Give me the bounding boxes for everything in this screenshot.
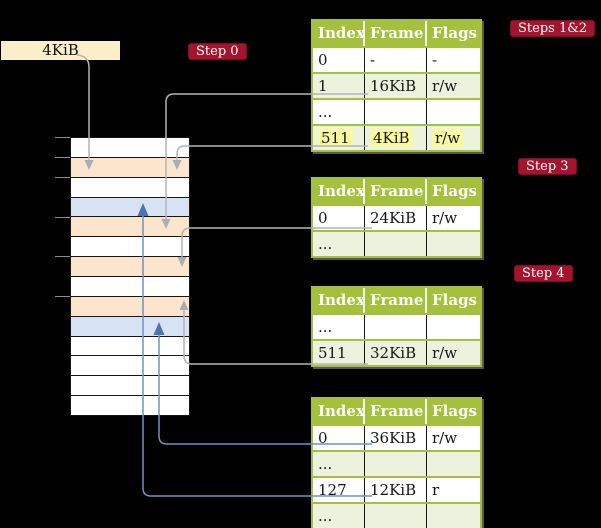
memory-frame bbox=[71, 356, 189, 377]
cell-flags: r/w bbox=[426, 126, 480, 150]
cell-frame: 12KiB bbox=[364, 478, 427, 502]
memory-tick bbox=[55, 256, 70, 257]
badge-step-4: Step 4 bbox=[514, 265, 573, 282]
col-header-flags: Flags bbox=[425, 179, 480, 204]
cell-flags: - bbox=[426, 48, 480, 72]
cell-flags: r/w bbox=[426, 341, 480, 365]
table-row: 0 - - bbox=[313, 46, 480, 72]
memory-frame bbox=[71, 157, 189, 178]
col-header-frame: Frame bbox=[363, 21, 427, 46]
memory-frame bbox=[71, 396, 189, 416]
memory-frame bbox=[71, 336, 189, 357]
col-header-flags: Flags bbox=[425, 288, 480, 313]
table-row: 0 36KiB r/w bbox=[313, 424, 480, 450]
col-header-frame: Frame bbox=[363, 399, 427, 424]
memory-frame bbox=[71, 197, 189, 218]
page-table-final-level: Index Frame Flags 0 36KiB r/w ... 127 12… bbox=[311, 397, 482, 528]
col-header-index: Index bbox=[318, 24, 365, 42]
table-row: 0 24KiB r/w bbox=[313, 204, 480, 230]
table-row: ... bbox=[313, 313, 480, 339]
badge-step-0: Step 0 bbox=[188, 43, 247, 60]
cell-flags: r bbox=[426, 478, 480, 502]
cell-frame bbox=[364, 452, 427, 476]
cell-flags bbox=[426, 100, 480, 124]
cell-frame bbox=[364, 232, 427, 256]
cell-frame: 16KiB bbox=[364, 74, 427, 98]
cell-index: 0 bbox=[318, 429, 328, 447]
cell-frame: 36KiB bbox=[364, 426, 427, 450]
cell-frame bbox=[364, 504, 427, 528]
table-row: ... bbox=[313, 502, 480, 528]
cell-frame: 32KiB bbox=[364, 341, 427, 365]
memory-tick bbox=[55, 137, 70, 138]
table-row: ... bbox=[313, 230, 480, 256]
col-header-frame: Frame bbox=[363, 179, 427, 204]
col-header-frame: Frame bbox=[363, 288, 427, 313]
cell-frame: 4KiB bbox=[364, 126, 427, 150]
cell-index: ... bbox=[318, 235, 333, 253]
memory-frame bbox=[71, 257, 189, 278]
cell-index: ... bbox=[318, 103, 333, 121]
memory-frame bbox=[71, 138, 189, 158]
memory-frame bbox=[71, 277, 189, 297]
page-table-steps-1-2: Index Frame Flags 0 - - 1 16KiB r/w ... … bbox=[311, 19, 482, 152]
table-row: ... bbox=[313, 450, 480, 476]
table-header-row: Index Frame Flags bbox=[313, 288, 480, 313]
cell-flags bbox=[426, 315, 480, 339]
memory-frame bbox=[71, 237, 189, 258]
cell-index: 511 bbox=[318, 344, 347, 362]
memory-tick bbox=[55, 296, 70, 297]
cell-index: ... bbox=[318, 455, 333, 473]
frame-size-label: 4KiB bbox=[1, 41, 120, 60]
cell-frame bbox=[364, 100, 427, 124]
cell-flags bbox=[426, 504, 480, 528]
cell-index: 127 bbox=[318, 481, 347, 499]
table-header-row: Index Frame Flags bbox=[313, 179, 480, 204]
cell-index: 0 bbox=[318, 209, 328, 227]
memory-frame bbox=[71, 316, 189, 337]
cell-frame: 24KiB bbox=[364, 206, 427, 230]
cell-flags bbox=[426, 452, 480, 476]
cell-flags bbox=[426, 232, 480, 256]
memory-frame bbox=[71, 177, 189, 198]
page-table-step-4: Index Frame Flags ... 511 32KiB r/w bbox=[311, 286, 482, 367]
memory-frame bbox=[71, 376, 189, 397]
col-header-index: Index bbox=[318, 291, 365, 309]
cell-index: 1 bbox=[318, 77, 328, 95]
cell-frame bbox=[364, 315, 427, 339]
col-header-index: Index bbox=[318, 402, 365, 420]
table-row: ... bbox=[313, 98, 480, 124]
cell-frame: - bbox=[364, 48, 427, 72]
table-row: 127 12KiB r bbox=[313, 476, 480, 502]
memory-frame bbox=[71, 217, 189, 238]
col-header-flags: Flags bbox=[425, 21, 480, 46]
table-header-row: Index Frame Flags bbox=[313, 399, 480, 424]
table-row: 511 32KiB r/w bbox=[313, 339, 480, 365]
cell-index: ... bbox=[318, 318, 333, 336]
cell-flags: r/w bbox=[426, 74, 480, 98]
badge-steps-1-2: Steps 1&2 bbox=[510, 20, 596, 37]
memory-frame bbox=[71, 296, 189, 317]
cell-index: 511 bbox=[313, 126, 365, 150]
col-header-flags: Flags bbox=[425, 399, 480, 424]
memory-tick bbox=[55, 217, 70, 218]
memory-tick bbox=[55, 157, 70, 158]
cell-flags: r/w bbox=[426, 206, 480, 230]
table-row: 1 16KiB r/w bbox=[313, 72, 480, 98]
physical-memory-column bbox=[70, 137, 190, 416]
page-table-step-3: Index Frame Flags 0 24KiB r/w ... bbox=[311, 177, 482, 258]
cell-flags: r/w bbox=[426, 426, 480, 450]
cell-index: 0 bbox=[318, 51, 328, 69]
table-row-highlighted: 511 4KiB r/w bbox=[313, 124, 480, 150]
cell-index: ... bbox=[318, 507, 333, 525]
table-header-row: Index Frame Flags bbox=[313, 21, 480, 46]
col-header-index: Index bbox=[318, 182, 365, 200]
badge-step-3: Step 3 bbox=[518, 158, 577, 175]
memory-tick bbox=[55, 177, 70, 178]
